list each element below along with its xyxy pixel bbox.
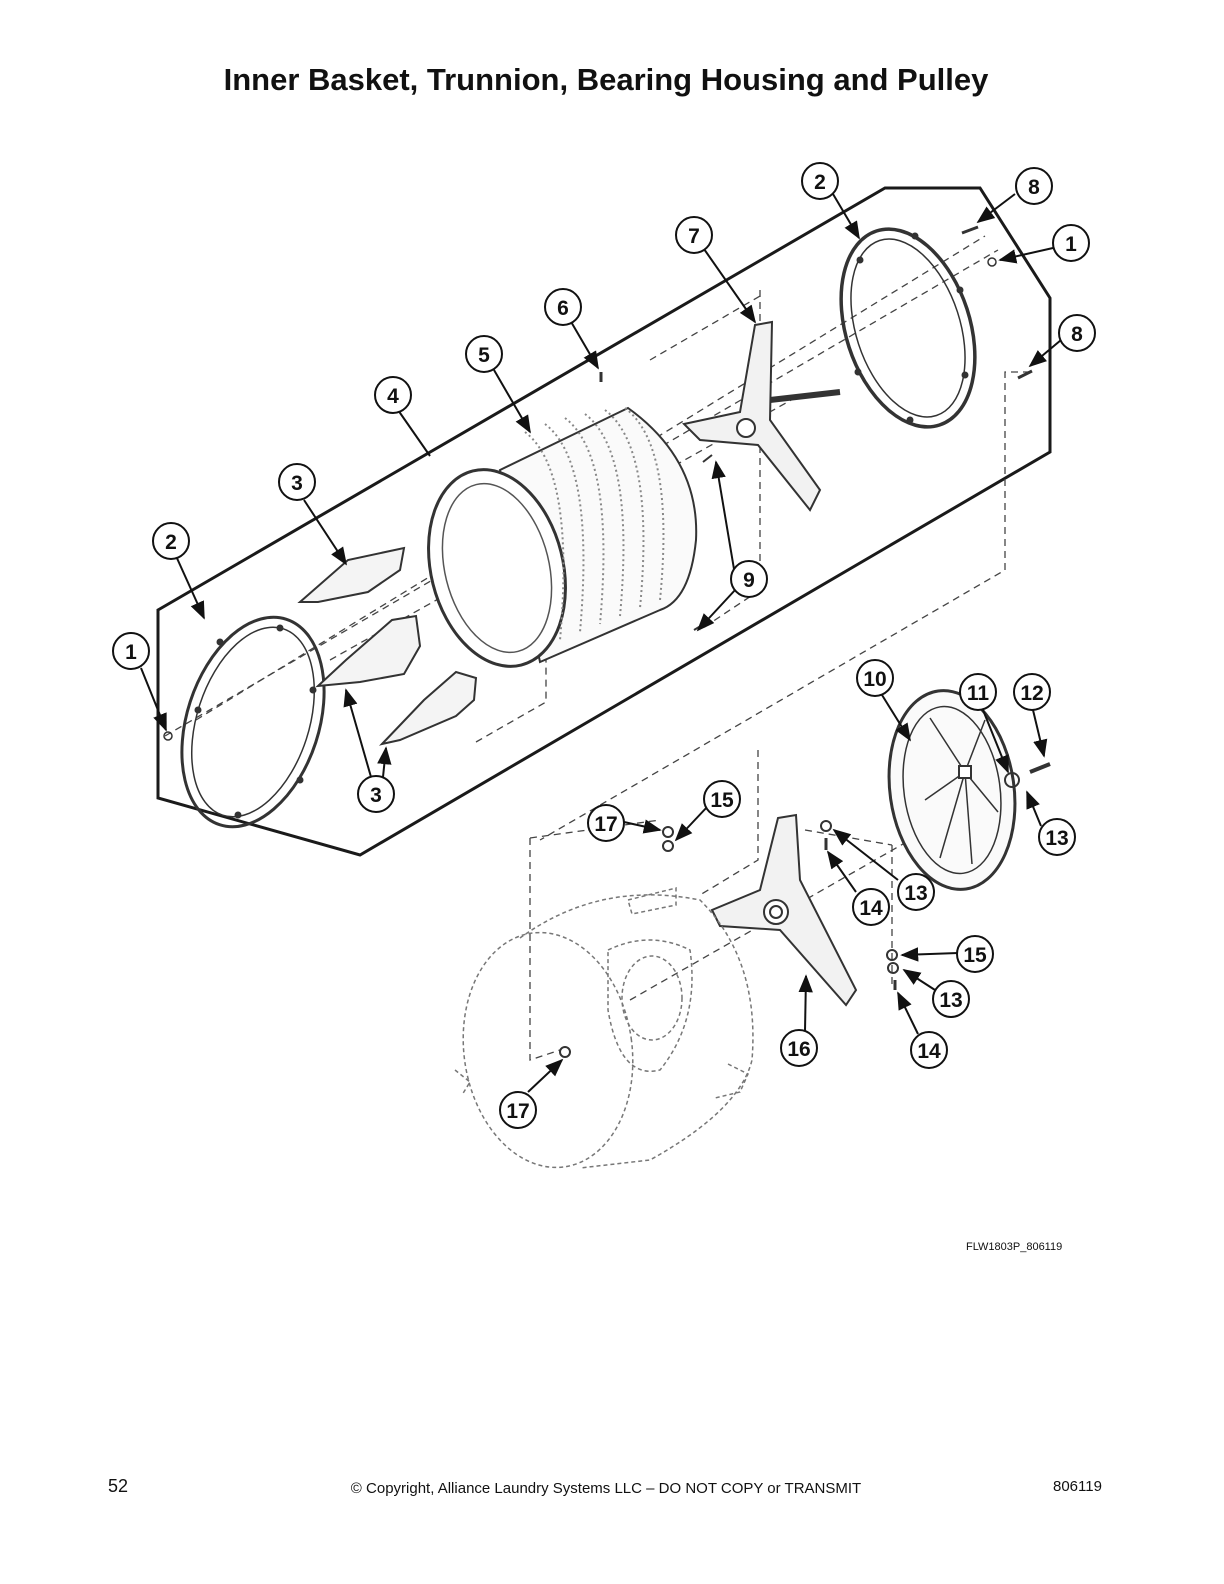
callout-item-1-rear-washer: 1 [1052,224,1090,262]
callout-item-9-screws: 9 [730,560,768,598]
svg-text:8: 8 [1028,176,1040,199]
callout-item-13-lower-lockwasher: 13 [932,980,970,1018]
callout-item-15-upper-washer: 15 [703,780,741,818]
copyright-notice: © Copyright, Alliance Laundry Systems LL… [350,1480,862,1497]
inner-basket-assembly-outline [156,186,1052,857]
callout-item-6-screw: 6 [544,288,582,326]
callout-item-13-pulley-lockwasher: 13 [1038,818,1076,856]
washer-part-11 [1004,772,1020,788]
callout-item-7-trunnion: 7 [675,216,713,254]
callout-item-10-pulley: 10 [856,659,894,697]
callout-item-5-basket: 5 [465,335,503,373]
bearing-housing [710,813,858,1007]
page-title: Inner Basket, Trunnion, Bearing Housing … [223,62,989,97]
svg-text:6: 6 [557,297,569,320]
assembly-dashed-lines [164,235,1030,1061]
svg-text:3: 3 [291,472,303,495]
callout-item-2-rear-ring: 2 [801,162,839,200]
figure-code: FLW1803P_806119 [966,1241,1063,1253]
callout-item-2-front-ring: 2 [152,522,190,560]
page-number: 52 [108,1476,129,1496]
svg-text:17: 17 [594,813,617,836]
callout-bubbles: 2 8 1 7 6 8 5 4 3 2 9 1 3 10 11 12 17 15… [112,162,1096,1129]
callout-item-15-lower-washer: 15 [956,935,994,973]
svg-text:16: 16 [787,1038,810,1061]
svg-text:10: 10 [863,668,886,691]
svg-text:7: 7 [688,225,700,248]
leader-arrows [140,193,1062,1093]
svg-text:13: 13 [1045,827,1068,850]
svg-text:8: 8 [1071,323,1083,346]
callout-item-16-bearing-housing: 16 [780,1029,818,1067]
svg-text:11: 11 [967,682,990,705]
callout-item-4-assembly: 4 [374,376,412,414]
svg-text:5: 5 [478,344,490,367]
screw-part-9-upper [702,454,713,463]
callout-item-12-bolt: 12 [1013,673,1051,711]
svg-text:12: 12 [1020,682,1043,705]
svg-text:13: 13 [939,989,962,1012]
callout-item-3-baffle-upper: 3 [278,463,316,501]
callout-item-14-lower-bolt: 14 [910,1031,948,1069]
svg-text:3: 3 [370,784,382,807]
washer-part-1-right [987,257,997,267]
bolt-part-12 [1029,762,1051,774]
svg-text:4: 4 [387,385,399,408]
hardware-small-parts [559,820,899,1058]
trunnion-spider [681,320,841,512]
screw-part-8-lower [1017,369,1033,380]
basket-ring-rear [839,227,977,429]
callout-item-8-lower-screw: 8 [1058,314,1096,352]
outer-tub-ghost [454,887,754,1169]
svg-text:13: 13 [904,882,927,905]
callout-item-14-upper-bolt: 14 [852,888,890,926]
document-number: 806119 [1053,1478,1102,1495]
svg-text:14: 14 [859,897,883,920]
svg-text:9: 9 [743,569,755,592]
callout-item-3-baffle-lower: 3 [357,775,395,813]
basket-ring-front [180,615,326,829]
svg-text:17: 17 [506,1100,529,1123]
callout-item-13-housing-lockwasher: 13 [897,873,935,911]
pulley [887,689,1017,891]
screw-part-8-upper [961,225,979,235]
svg-text:2: 2 [165,531,177,554]
svg-text:2: 2 [814,171,826,194]
svg-text:15: 15 [963,944,987,967]
callout-item-8-upper-screw: 8 [1015,167,1053,205]
callout-item-11-washer: 11 [959,673,997,711]
basket-drum [427,406,698,668]
callout-item-17-upper-nut: 17 [587,804,625,842]
callout-item-17-lower-nut: 17 [499,1091,537,1129]
callout-item-1-front-washer: 1 [112,632,150,670]
baffle-parts [297,546,478,746]
washer-part-1-left [163,731,173,741]
svg-text:1: 1 [1065,233,1077,256]
svg-text:14: 14 [917,1040,941,1063]
svg-text:15: 15 [710,789,734,812]
svg-text:1: 1 [125,641,137,664]
